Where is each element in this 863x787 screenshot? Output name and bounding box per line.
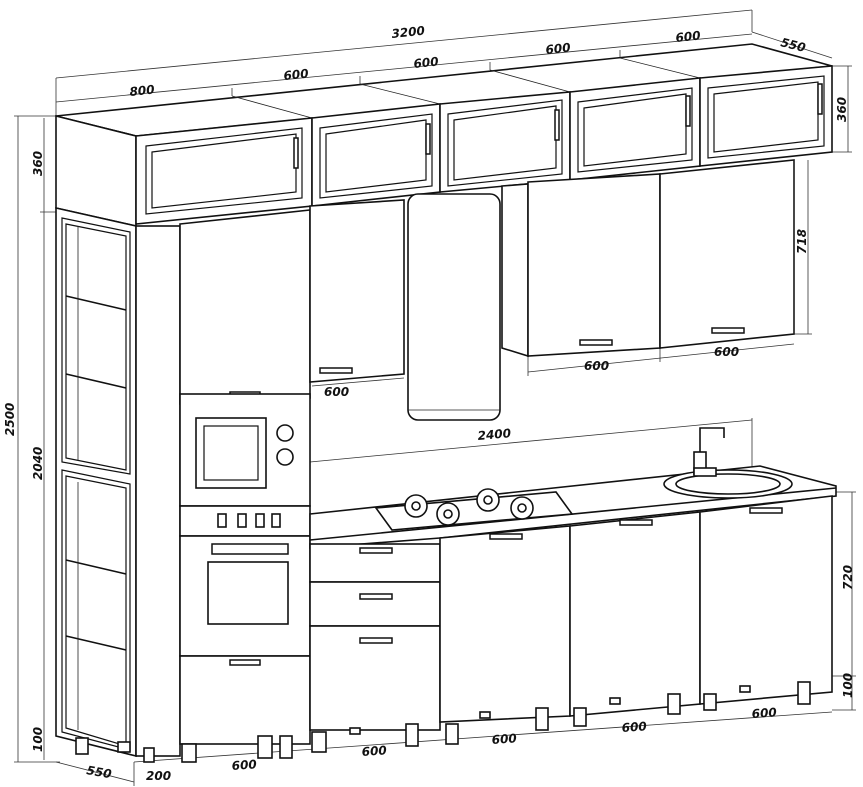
dim-upper-600-d: 600 xyxy=(675,28,701,45)
dim-base-600-5: 600 xyxy=(751,705,777,721)
faucet-icon xyxy=(693,427,725,477)
dim-counter-2400: 2400 xyxy=(477,426,511,443)
dim-base-720: 720 xyxy=(841,565,855,590)
burner-icons xyxy=(404,488,534,526)
dim-upper-600-c: 600 xyxy=(545,40,571,57)
countertop xyxy=(309,427,837,549)
upper-cabinets xyxy=(55,43,833,227)
base-cabinets xyxy=(309,495,833,753)
dim-upper-600-b: 600 xyxy=(413,54,439,71)
shelf-column xyxy=(55,207,137,758)
dim-base-600-1: 600 xyxy=(231,757,257,773)
dim-shelf-200: 200 xyxy=(146,769,171,783)
dim-legs-100-left: 100 xyxy=(31,727,45,752)
dim-depth-top: 550 xyxy=(779,35,807,55)
dimension-lines xyxy=(14,9,856,786)
dim-base-600-2: 600 xyxy=(361,743,387,759)
oven-column xyxy=(135,209,311,763)
dim-wall-718: 718 xyxy=(795,229,809,254)
wall-cabinets xyxy=(309,159,795,421)
dim-upper-800: 800 xyxy=(129,82,155,99)
dim-total-width: 3200 xyxy=(391,24,426,41)
dim-total-height: 2500 xyxy=(3,403,17,436)
dim-wall-600-mid: 600 xyxy=(584,359,609,373)
dim-base-600-3: 600 xyxy=(491,731,517,747)
dim-column-2040: 2040 xyxy=(31,447,45,480)
dim-upper-360-right: 360 xyxy=(835,97,849,122)
dim-wall-600-left: 600 xyxy=(324,385,349,399)
dim-depth-bottom: 550 xyxy=(85,763,112,781)
dim-upper-600-a: 600 xyxy=(283,66,309,83)
dimension-labels: 3200 550 800 600 600 600 600 360 360 718… xyxy=(3,24,855,783)
dim-legs-100-right: 100 xyxy=(841,673,855,698)
dim-base-600-4: 600 xyxy=(621,719,647,735)
dim-wall-600-right: 600 xyxy=(714,345,739,359)
dim-upper-360-left: 360 xyxy=(31,151,45,176)
